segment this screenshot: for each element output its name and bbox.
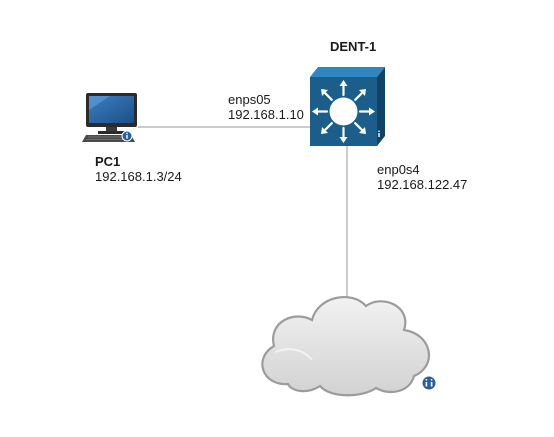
pc-link-interface-label: enps05	[228, 92, 271, 107]
cloud-link-address-label: 192.168.122.47	[377, 177, 468, 192]
dent1-node[interactable]	[310, 67, 385, 146]
cloud-link-interface-label: enp0s4	[377, 162, 420, 177]
cloud-icon	[261, 296, 431, 397]
info-badge-icon[interactable]	[121, 130, 133, 142]
pc-address-label: 192.168.1.3/24	[95, 169, 182, 184]
cloud-node[interactable]	[261, 296, 436, 397]
pc-link-address-label: 192.168.1.10	[228, 107, 304, 122]
switch-icon	[310, 67, 385, 146]
switch-name-label: DENT-1	[330, 39, 377, 54]
pc1-node[interactable]	[82, 93, 137, 142]
info-badge-icon[interactable]	[422, 376, 436, 390]
info-badge-icon[interactable]	[378, 130, 380, 137]
pc-name-label: PC1	[95, 154, 121, 169]
